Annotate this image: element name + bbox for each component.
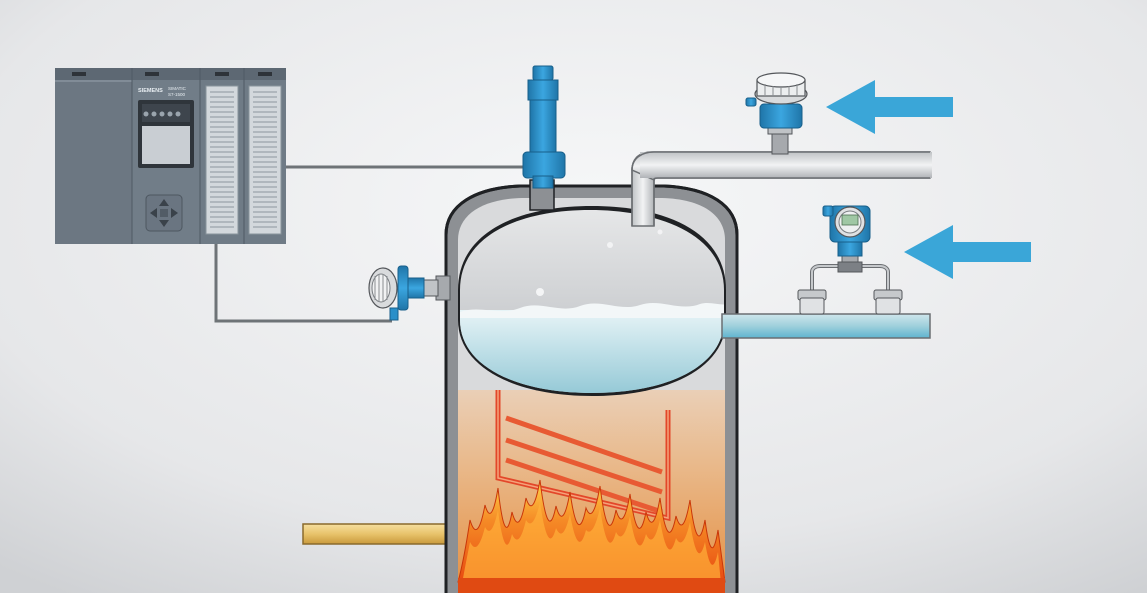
flow-arrow-icon bbox=[904, 225, 1031, 279]
pressure-relief-valve-icon bbox=[522, 65, 566, 211]
plc-model-line1: SIMATIC bbox=[168, 86, 187, 91]
transmitter-display bbox=[841, 214, 859, 226]
water-outlet-pipe bbox=[721, 313, 931, 339]
steam-outlet-pipe bbox=[631, 151, 932, 227]
differential-pressure-transmitter-icon bbox=[797, 205, 903, 315]
level-transmitter-icon bbox=[368, 265, 451, 321]
plc-controller-icon: SIEMENS SIMATIC S7-1500 bbox=[55, 68, 286, 244]
flow-arrow-icon bbox=[826, 80, 953, 134]
plc-dpad-icon bbox=[145, 194, 183, 232]
plc-brand-label: SIEMENS bbox=[138, 88, 163, 94]
fuel-feed-pipe bbox=[302, 523, 449, 545]
steam-drum bbox=[458, 206, 726, 396]
heater-coil-icon bbox=[495, 390, 671, 522]
pressure-transmitter-icon bbox=[745, 72, 808, 155]
plc-model-line2: S7-1500 bbox=[168, 92, 186, 97]
fire-icon bbox=[457, 479, 726, 593]
signal-wires bbox=[214, 165, 528, 323]
